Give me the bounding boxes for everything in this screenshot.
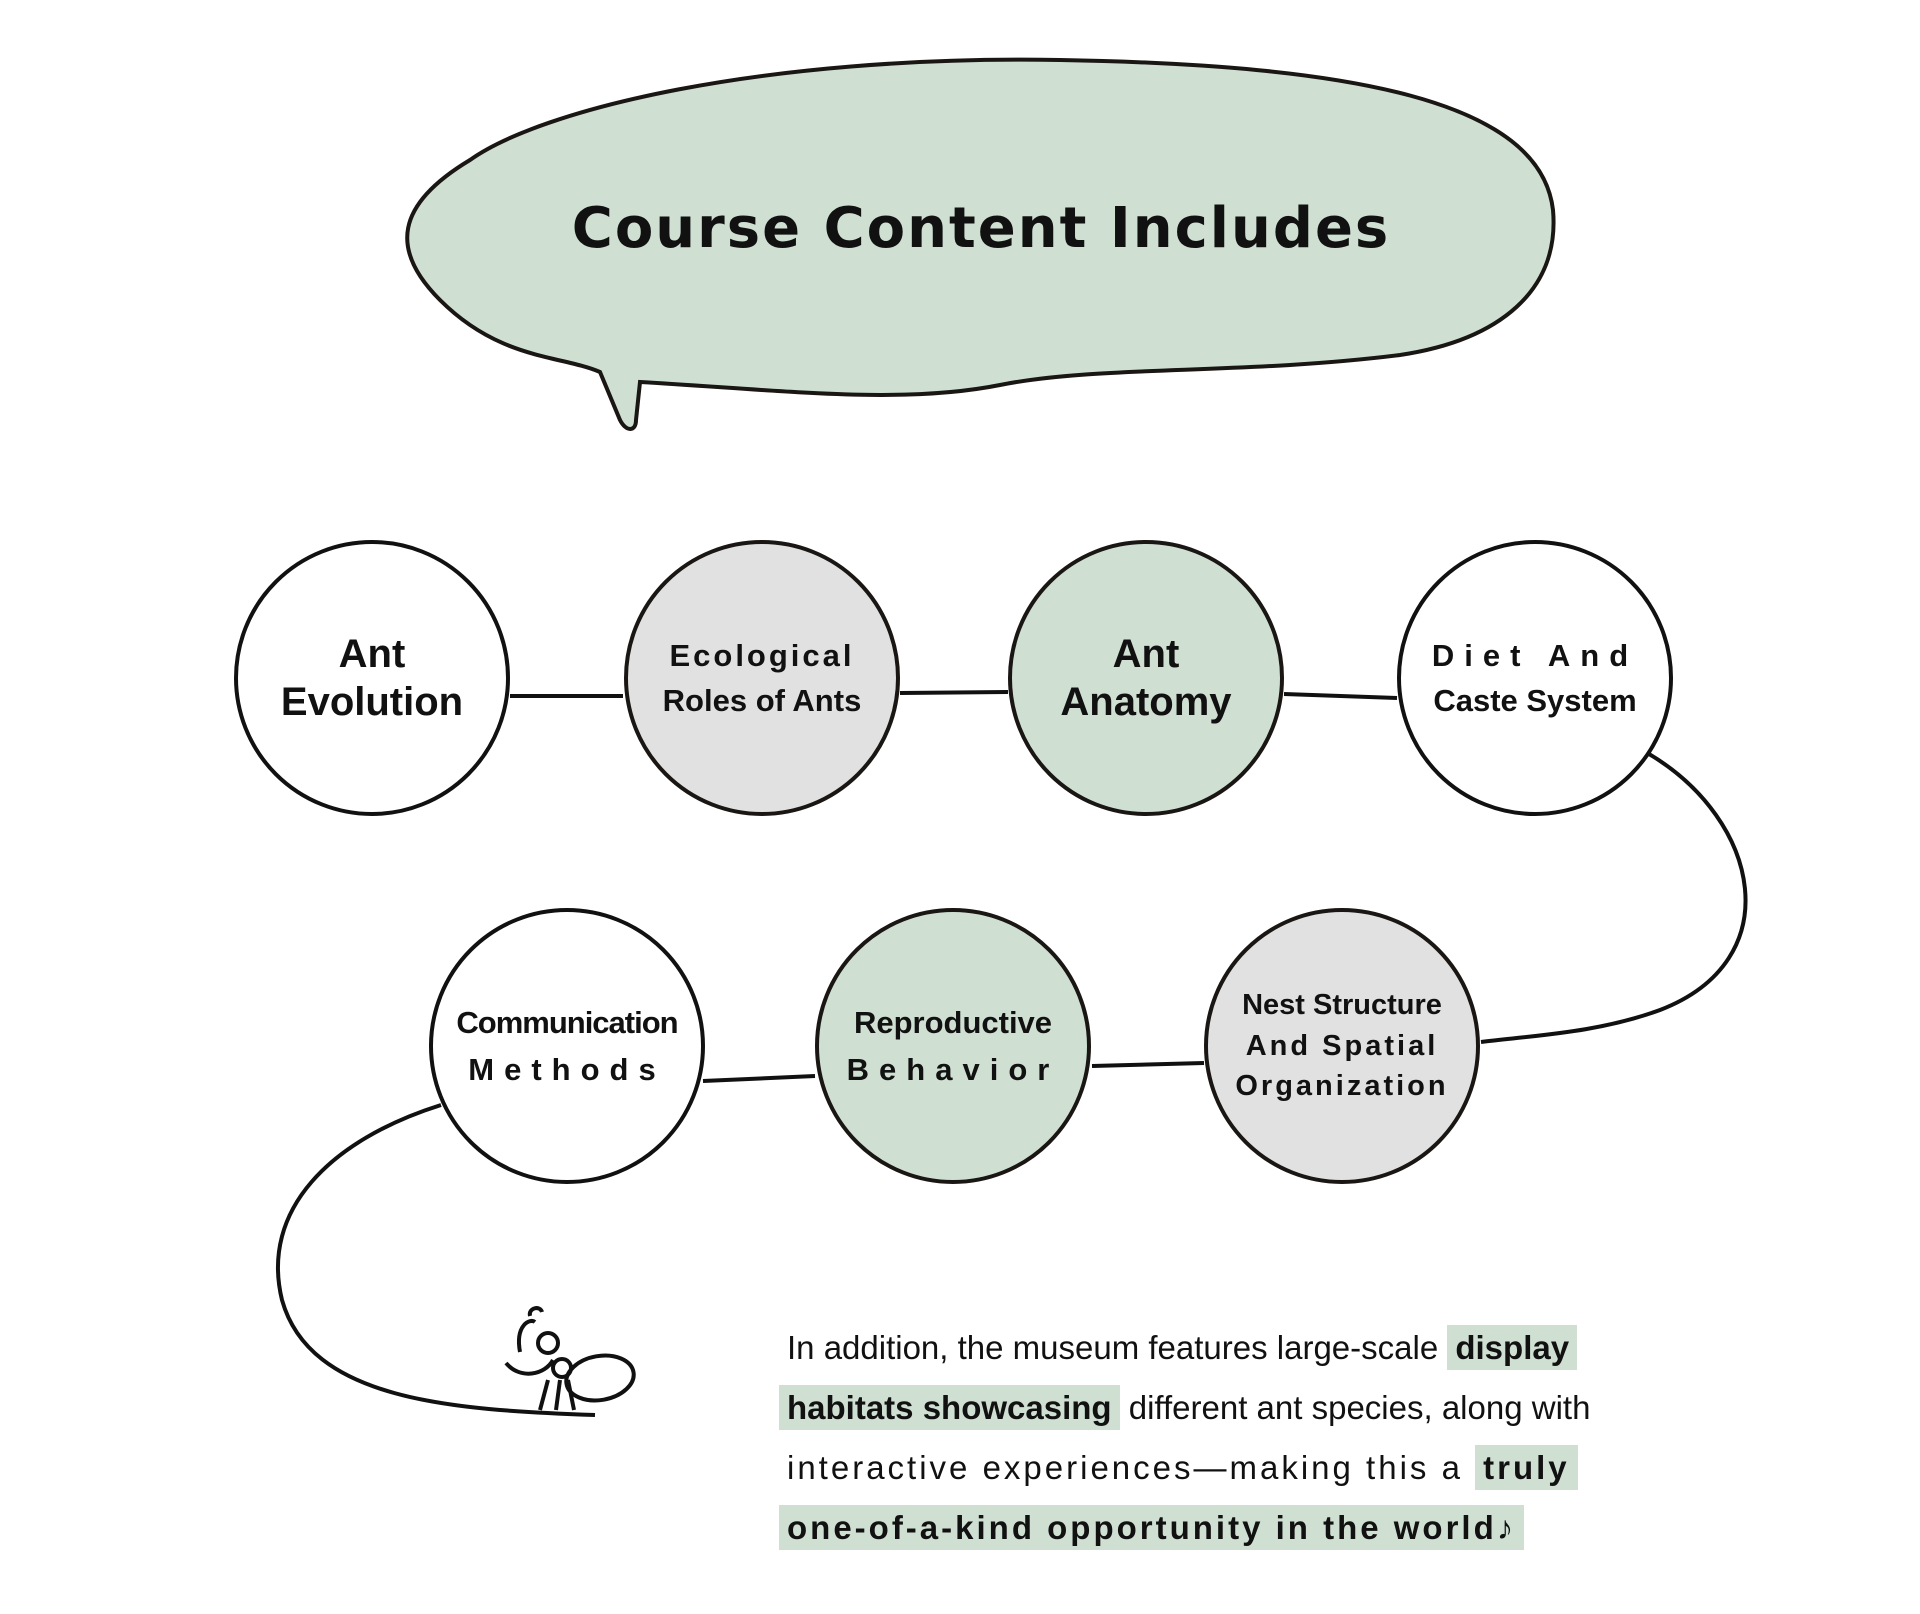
topic-ecological-roles: Ecological Roles of Ants bbox=[624, 540, 900, 816]
topic-label: Diet And bbox=[1431, 637, 1639, 673]
highlight: truly bbox=[1475, 1445, 1578, 1490]
topic-reproductive-behavior: Reproductive Behavior bbox=[815, 908, 1091, 1184]
topic-label: Caste System bbox=[1433, 683, 1637, 718]
highlight: habitats showcasing bbox=[779, 1385, 1120, 1430]
connector bbox=[1283, 692, 1398, 700]
topic-label: Roles of Ants bbox=[662, 683, 862, 718]
topic-label: Ecological bbox=[669, 637, 855, 673]
description-paragraph: In addition, the museum features large-s… bbox=[779, 1318, 1687, 1558]
page-title: Course Content Includes bbox=[571, 196, 1391, 261]
topic-label: Behavior bbox=[846, 1052, 1060, 1087]
topic-label: Communication bbox=[456, 1004, 678, 1040]
connector bbox=[1091, 1061, 1205, 1068]
topic-label: Organization bbox=[1235, 1070, 1449, 1103]
topic-diet-caste: Diet And Caste System bbox=[1397, 540, 1673, 816]
text: In addition, the museum features large-s… bbox=[787, 1329, 1448, 1366]
topic-label: Ant bbox=[1112, 632, 1180, 676]
topic-nest-structure: Nest Structure And Spatial Organization bbox=[1204, 908, 1480, 1184]
speech-bubble bbox=[405, 57, 1556, 431]
ant-icon bbox=[504, 1306, 636, 1411]
topic-label: Methods bbox=[468, 1052, 666, 1087]
highlight: display bbox=[1447, 1325, 1578, 1370]
topic-label: And Spatial bbox=[1245, 1029, 1439, 1062]
text: different ant species, along with bbox=[1119, 1389, 1591, 1426]
text: interactive experiences—making this a bbox=[787, 1449, 1476, 1486]
topic-ant-anatomy: Ant Anatomy bbox=[1008, 540, 1284, 816]
topic-label: Anatomy bbox=[1060, 680, 1232, 724]
topic-label: Evolution bbox=[280, 680, 464, 724]
topic-ant-evolution: Ant Evolution bbox=[234, 540, 510, 816]
topic-label: Ant bbox=[338, 632, 406, 676]
topic-label: Reproductive bbox=[853, 1004, 1053, 1040]
topic-communication-methods: Communication Methods bbox=[429, 908, 705, 1184]
connector bbox=[899, 690, 1009, 695]
connector bbox=[702, 1074, 816, 1083]
connector bbox=[276, 1103, 596, 1417]
connector bbox=[1480, 752, 1748, 1044]
topic-label: Nest Structure bbox=[1242, 988, 1442, 1021]
highlight: one-of-a-kind opportunity in the world♪ bbox=[779, 1505, 1525, 1550]
